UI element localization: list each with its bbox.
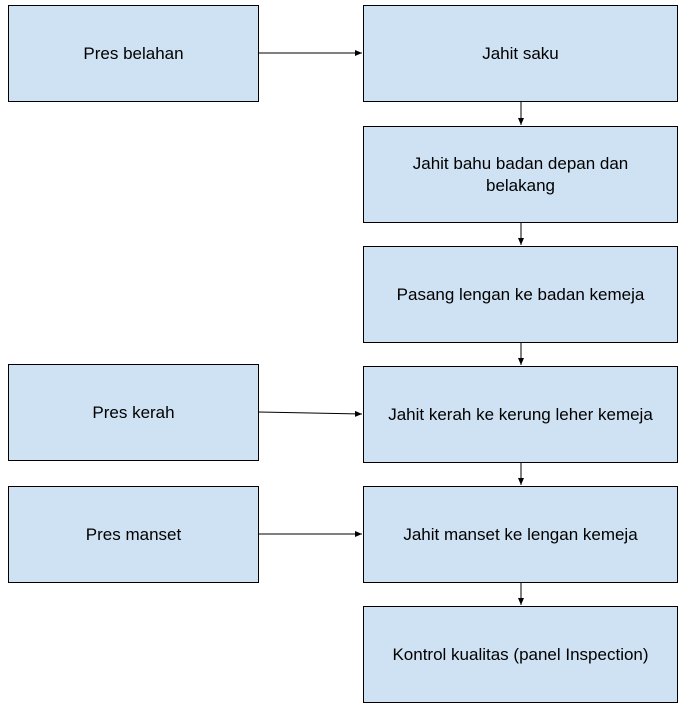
node-jahit-kerah: Jahit kerah ke kerung leher kemeja — [363, 366, 678, 463]
node-label: Pres kerah — [92, 402, 175, 422]
node-label: Pres manset — [85, 524, 182, 544]
node-jahit-manset: Jahit manset ke lengan kemeja — [363, 486, 678, 583]
node-label: Pasang lengan ke badan kemeja — [396, 284, 645, 304]
node-label: Pres belahan — [83, 43, 184, 63]
arrow-pres-kerah-to-jahit-kerah — [258, 410, 363, 417]
node-jahit-saku: Jahit saku — [363, 5, 678, 102]
node-label: Jahit manset ke lengan kemeja — [403, 524, 638, 544]
node-pasang-lengan: Pasang lengan ke badan kemeja — [363, 246, 678, 343]
node-pres-kerah: Pres kerah — [8, 364, 259, 461]
node-pres-manset: Pres manset — [8, 486, 259, 583]
node-label: Jahit bahu badan depan dan belakang — [412, 153, 629, 195]
node-label: Kontrol kualitas (panel Inspection) — [392, 644, 649, 664]
node-jahit-bahu: Jahit bahu badan depan dan belakang — [363, 126, 678, 223]
node-label: Jahit kerah ke kerung leher kemeja — [388, 404, 653, 424]
node-pres-belahan: Pres belahan — [8, 5, 259, 102]
node-label: Jahit saku — [482, 43, 559, 63]
node-kontrol-kualitas: Kontrol kualitas (panel Inspection) — [363, 606, 678, 703]
